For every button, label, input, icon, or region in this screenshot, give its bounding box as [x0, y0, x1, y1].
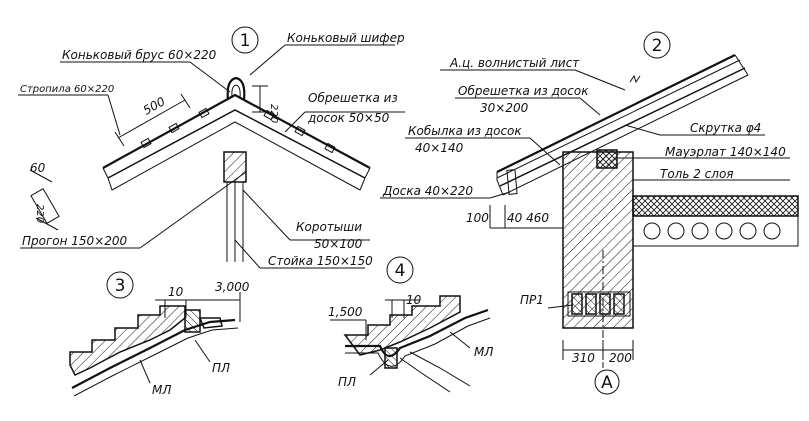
- roofing-felt-label: Толь 2 слоя: [660, 167, 734, 181]
- leader-ml-3: [139, 359, 151, 384]
- leader-corrugated: [574, 69, 626, 91]
- axis-a-label: A: [601, 373, 613, 393]
- leader-ridge-beam: [189, 61, 231, 93]
- leader-ml-4: [449, 331, 471, 349]
- eaves-corrugated-sheet: [496, 54, 736, 173]
- detail-4-number: 4: [395, 261, 406, 281]
- dim-3000: 3,000: [215, 280, 250, 294]
- wallplate-section: [596, 149, 618, 169]
- detail-2-marker: [643, 31, 671, 59]
- leader-purlin: [139, 171, 247, 249]
- lathing-boards-label: Обрешетка из досок: [458, 84, 589, 98]
- detail-2-number: 2: [652, 36, 663, 56]
- rafters-label: Стропила 60×220: [20, 84, 114, 95]
- shorts-size: 50×100: [314, 237, 363, 251]
- board-label: Доска 40×220: [382, 184, 473, 198]
- leader-pl-4: [369, 359, 389, 376]
- ridge-lower-slope: [107, 109, 366, 179]
- dim-40-460: 40 460: [507, 211, 549, 225]
- ml-label-4: МЛ: [474, 345, 493, 359]
- detail-4-ridge-joint: 4 1,500 10 ПЛ МЛ: [328, 256, 493, 393]
- dim-220-ridge: 220: [268, 104, 279, 123]
- leader-ridge-slate: [249, 44, 286, 76]
- ridge-lathing-bars: [140, 107, 336, 154]
- detail-3-marker: [106, 271, 134, 299]
- pl-label-4: ПЛ: [338, 375, 356, 389]
- lathing-label-2: досок 50×50: [307, 111, 390, 125]
- lathing-boards-size: 30×200: [480, 101, 529, 115]
- ridge-upper-slope: [102, 93, 371, 169]
- ridge-slate-label: Коньковый шифер: [287, 31, 405, 45]
- leader-filly: [529, 137, 561, 166]
- leader-board: [489, 191, 511, 199]
- corrugated-label: А.ц. волнистый лист: [449, 56, 580, 70]
- detail-4-pl-piece: [384, 347, 398, 369]
- detail-4-marker: [386, 256, 414, 284]
- slab-voids: [643, 222, 781, 240]
- leader-shorts: [242, 189, 291, 241]
- detail-3-number: 3: [115, 276, 126, 296]
- fascia-board: [506, 169, 518, 195]
- dim-60: 60: [30, 161, 46, 175]
- rafter-section: [30, 187, 60, 225]
- filly-label: Кобылка из досок: [408, 124, 522, 138]
- ridge-beam-section: [223, 151, 247, 183]
- detail-4-step-section: [343, 295, 461, 356]
- leader-rafter: [107, 94, 121, 136]
- dim-10-a: 10: [168, 285, 184, 299]
- detail-3-step-section: [69, 305, 186, 376]
- ridge-beam-label: Коньковый брус 60×220: [62, 48, 217, 62]
- lintel: [567, 291, 631, 317]
- dim-220-rafter: 220: [34, 204, 45, 223]
- leader-pr1: [547, 304, 574, 309]
- ridge-rafter-underside: [111, 121, 361, 191]
- detail-2-eaves: A 2 А.ц. волнистый лист Обрешетка из дос…: [380, 31, 799, 395]
- leader-pl-3: [194, 339, 211, 363]
- dim-500: 500: [141, 94, 168, 118]
- wallplate-label: Мауэрлат 140×140: [665, 145, 786, 159]
- dim-10-b: 10: [406, 293, 422, 307]
- dim-200: 200: [609, 351, 632, 365]
- dim-1500: 1,500: [328, 305, 363, 319]
- ml-label-3: МЛ: [152, 383, 171, 397]
- leader-lathing: [284, 111, 306, 133]
- twist-label: Скрутка φ4: [690, 121, 761, 135]
- filly-size: 40×140: [415, 141, 464, 155]
- post-label: Стойка 150×150: [268, 254, 373, 268]
- pl-label-3: ПЛ: [212, 361, 230, 375]
- purlin-label: Прогон 150×200: [22, 234, 128, 248]
- lathing-label: Обрешетка из: [308, 91, 398, 105]
- detail-3-valley-joint: 3 10 3,000 ПЛ МЛ: [69, 271, 250, 397]
- leader-post: [234, 239, 261, 269]
- axis-a-marker: [594, 369, 620, 395]
- pr1-label: ПР1: [520, 293, 544, 307]
- detail-1-ridge: 1 Коньковый шифер Коньковый брус 60×220 …: [18, 26, 405, 269]
- detail-1-marker: [231, 26, 259, 54]
- leader-lathing-boards: [579, 97, 601, 116]
- dim-310: 310: [572, 351, 595, 365]
- leader-twist: [624, 124, 661, 136]
- detail-1-number: 1: [240, 31, 251, 51]
- shorts-label: Коротыши: [296, 220, 362, 234]
- detail-3-pl-piece: [184, 309, 201, 333]
- dim-100: 100: [466, 211, 489, 225]
